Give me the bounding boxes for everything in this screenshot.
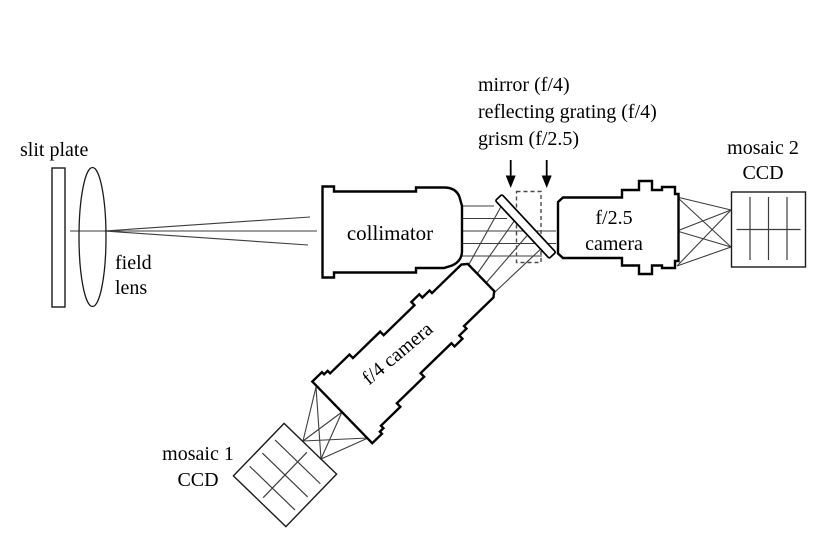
optic-option-label-grating: reflecting grating (f/4): [478, 101, 657, 123]
ray-1: [467, 202, 504, 267]
optic-option-label-grism: grism (f/2.5): [478, 128, 579, 150]
f25-camera-body: [556, 179, 680, 276]
ray-5: [302, 437, 369, 442]
mosaic2-label-line2: CCD: [742, 162, 783, 184]
ray-1: [302, 386, 317, 442]
mosaic2-label-line1: mosaic 2: [727, 137, 799, 159]
mosaic1-label-line2: CCD: [177, 469, 218, 491]
down-arrow-icon: [541, 160, 552, 188]
ray-6: [676, 246, 732, 267]
ccd-grid-line: [262, 451, 308, 499]
ray-4: [320, 411, 343, 460]
down-arrow-icon: [505, 160, 516, 188]
mosaic1-label-line1: mosaic 1: [162, 443, 234, 465]
mirror-bar-rect: [495, 194, 557, 259]
f25-camera-label-line1: f/2.5: [595, 207, 632, 229]
slit-plate-label: slit plate: [20, 139, 88, 161]
ray-3: [302, 411, 343, 442]
optic-option-label-mirror: mirror (f/4): [478, 74, 570, 96]
field-lens-ray-fan: [70, 216, 317, 246]
ray-5: [676, 209, 732, 267]
field-lens: [78, 166, 107, 308]
ray-lower: [103, 230, 309, 246]
reflected-rays: [467, 202, 546, 293]
mosaic2-ccd: [730, 191, 807, 268]
grism-position-dashed-box: [515, 190, 542, 264]
ray-1: [676, 196, 732, 211]
field-lens-label-line1: field: [115, 252, 152, 274]
ray-4: [676, 230, 732, 248]
collimator-label: collimator: [347, 221, 433, 245]
ray-3: [485, 230, 532, 284]
ray-2: [676, 196, 732, 248]
collimator-body: [321, 185, 464, 279]
f4-camera-outline: [310, 262, 496, 445]
mosaic1-ccd: [232, 422, 338, 528]
f25-exit-rays: [676, 196, 732, 267]
f4-camera-body: [310, 262, 496, 445]
ray-4: [494, 244, 546, 293]
arrow-head: [505, 175, 516, 188]
ray-3: [676, 209, 732, 232]
field-lens-label-line2: lens: [115, 277, 147, 299]
ray-2: [476, 216, 518, 275]
arrow-head: [541, 175, 552, 188]
ray-2: [315, 386, 322, 460]
f25-camera-label-line2: camera: [585, 233, 643, 255]
f4-exit-rays: [302, 386, 369, 460]
ray-upper: [103, 216, 311, 232]
mirror-grating-bar: [495, 194, 557, 259]
ray-6: [320, 437, 369, 460]
slit-plate: [51, 167, 66, 308]
